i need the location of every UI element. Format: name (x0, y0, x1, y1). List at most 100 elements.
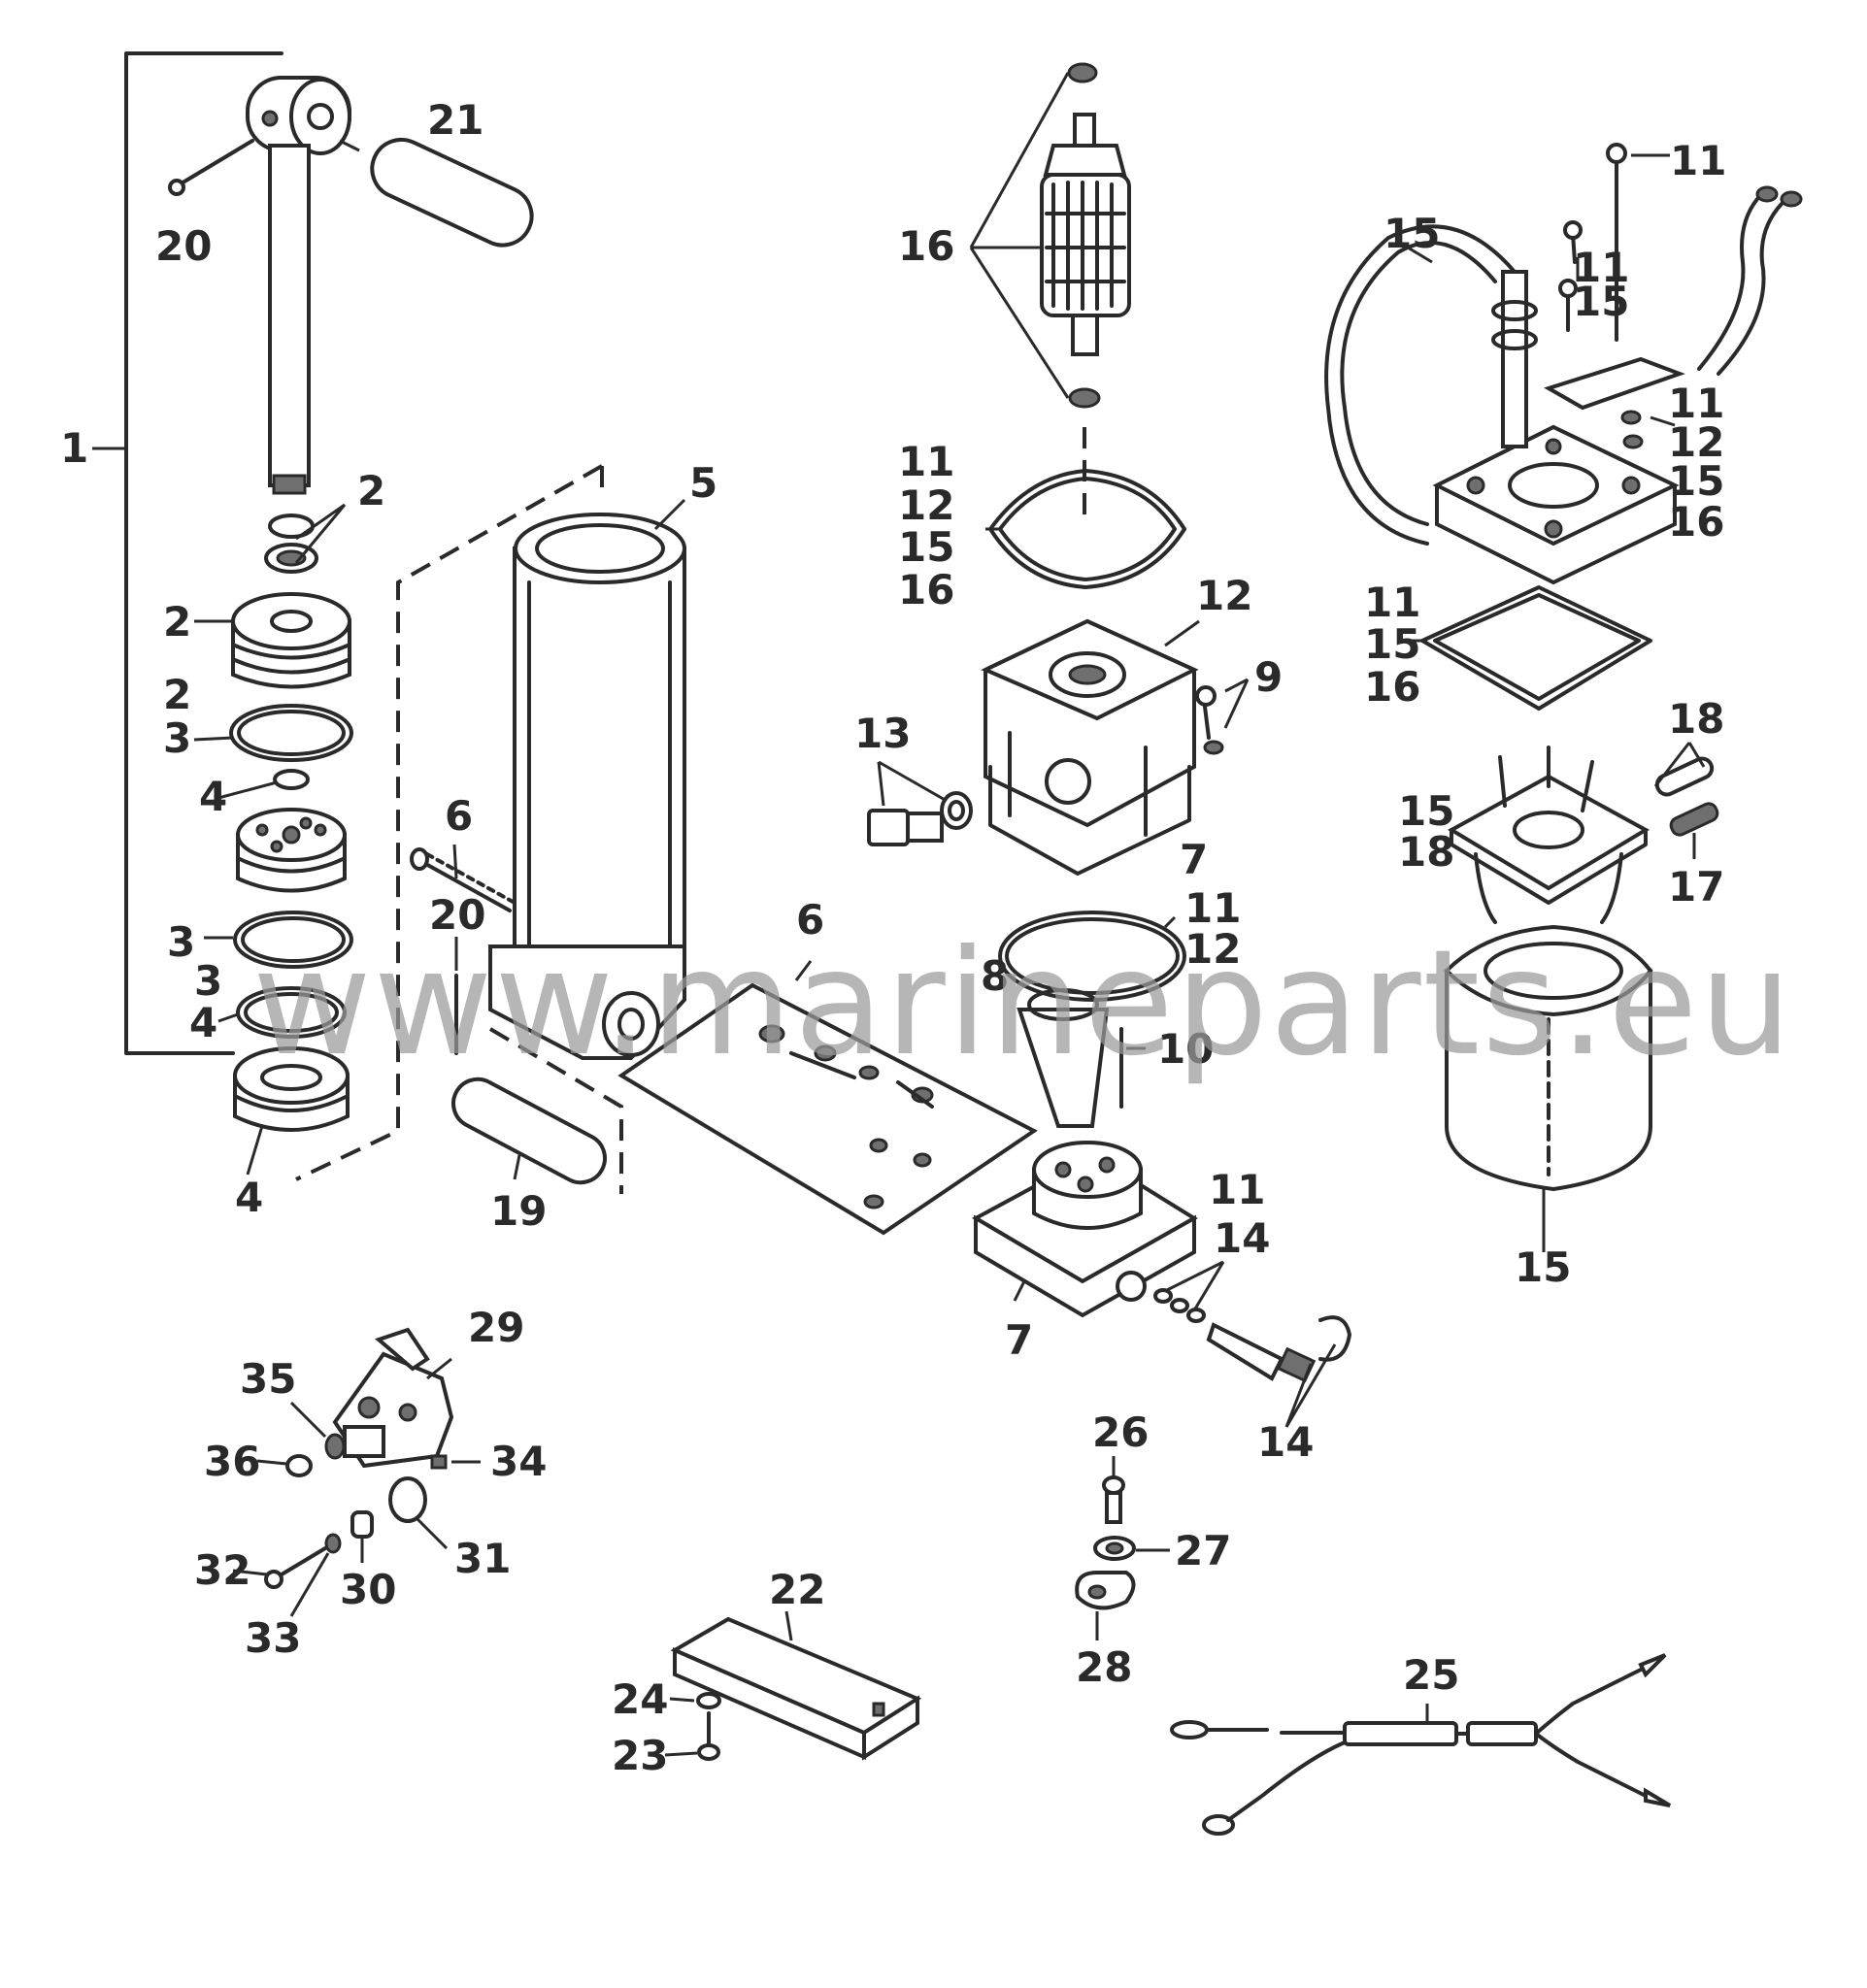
callout-34: 34 (490, 1438, 547, 1485)
callout-17: 17 (1668, 863, 1724, 911)
screw-item-6 (410, 844, 517, 912)
callout-11: 11 (1364, 579, 1420, 626)
callout-25: 25 (1403, 1651, 1459, 1699)
callout-15: 15 (1515, 1243, 1571, 1291)
oring-item-3 (229, 704, 353, 762)
fitting-item-13 (867, 760, 973, 846)
callout-6: 6 (796, 896, 824, 944)
washer-item-24 (696, 1692, 721, 1709)
callout-29: 29 (468, 1304, 524, 1351)
trim-cylinder (295, 464, 686, 1181)
ram-assembly (92, 51, 534, 1176)
pin-item-19 (451, 1027, 623, 1194)
valve-item-14 (1153, 1260, 1351, 1428)
callout-19: 19 (490, 1187, 547, 1235)
callout-30: 30 (340, 1566, 396, 1613)
gasket-plate-item-6 (617, 960, 1038, 1236)
callout-24: 24 (612, 1675, 668, 1723)
callout-23: 23 (612, 1732, 668, 1779)
cover-item-22 (670, 1610, 922, 1761)
wire-harness-item-25 (1170, 1653, 1672, 1836)
callout-15: 15 (1668, 457, 1724, 505)
screw-item-26 (1102, 1475, 1125, 1524)
callout-11: 11 (898, 438, 954, 485)
relay-block (332, 1327, 454, 1469)
callout-33: 33 (245, 1614, 301, 1662)
callout-7: 7 (1180, 836, 1208, 883)
callout-2: 2 (163, 598, 191, 646)
spacer-item-30 (350, 1510, 374, 1539)
callout-3: 3 (194, 957, 222, 1005)
pin-item-21 (339, 137, 534, 248)
callout-15: 15 (1398, 787, 1454, 835)
motor-armature (969, 62, 1131, 514)
callout-32: 32 (194, 1546, 250, 1594)
nut-item-31 (388, 1476, 427, 1523)
callout-16: 16 (1668, 498, 1724, 546)
callout-21: 21 (427, 96, 483, 144)
ram-eye (246, 76, 351, 155)
bracket-item-1 (124, 51, 283, 1055)
callout-6: 6 (445, 792, 473, 840)
callout-12: 12 (1196, 572, 1252, 619)
clamp-item-28 (1075, 1571, 1136, 1610)
pin-item-20 (178, 139, 254, 186)
callout-2: 2 (357, 467, 385, 514)
callout-16: 16 (898, 222, 954, 270)
callout-3: 3 (163, 714, 191, 762)
piston (236, 808, 347, 893)
callout-3: 3 (167, 918, 195, 966)
screw-item-32 (264, 1546, 327, 1589)
callout-4: 4 (235, 1174, 263, 1221)
callout-20: 20 (429, 891, 485, 939)
callout-15: 15 (1364, 620, 1420, 668)
callout-22: 22 (769, 1566, 825, 1613)
callout-8: 8 (981, 952, 1009, 1000)
ring-item-4 (273, 769, 310, 790)
callout-26: 26 (1092, 1408, 1149, 1456)
callout-15: 15 (1573, 278, 1629, 325)
callout-12: 12 (898, 481, 954, 529)
callout-15: 15 (1384, 210, 1440, 257)
nut-item-35 (324, 1433, 346, 1460)
pump-base-item-7 (971, 1141, 1198, 1318)
callout-13: 13 (854, 710, 911, 757)
end-cap-item-4 (233, 1046, 350, 1132)
callout-31: 31 (454, 1535, 511, 1582)
gland-item-2 (231, 592, 351, 689)
motor-frame-item-15 (1444, 924, 1653, 1252)
brush-spring-items-17-18 (1653, 742, 1719, 859)
callout-35: 35 (240, 1355, 296, 1403)
callout-1: 1 (60, 424, 88, 472)
motor-housing-item-12 (981, 618, 1200, 876)
ram-rod (268, 144, 311, 487)
washer-item-27 (1093, 1536, 1136, 1561)
callout-14: 14 (1214, 1214, 1270, 1262)
callout-16: 16 (898, 566, 954, 613)
oring-item-11-12 (998, 911, 1186, 1002)
nut-item-36 (285, 1454, 313, 1477)
callout-11: 11 (1668, 380, 1724, 427)
screw-item-23 (697, 1711, 720, 1761)
callout-27: 27 (1175, 1527, 1231, 1574)
callout-12: 12 (1184, 925, 1241, 973)
watermark-text: www.marineparts.eu (252, 919, 1794, 1088)
screw-item-34 (430, 1454, 448, 1470)
callout-labels: 1 2 2 2 3 3 3 4 4 4 5 6 6 7 7 8 9 10 11 … (60, 96, 1726, 1779)
callout-10: 10 (1157, 1025, 1214, 1073)
callout-11: 11 (1209, 1166, 1265, 1213)
callout-28: 28 (1076, 1643, 1132, 1691)
gasket-right (1420, 585, 1652, 711)
screws-item-9 (1195, 678, 1250, 755)
brush-plate (1447, 746, 1650, 924)
callout-4: 4 (199, 773, 227, 820)
callout-14: 14 (1257, 1418, 1314, 1466)
callout-18: 18 (1668, 695, 1724, 743)
callout-18: 18 (1398, 828, 1454, 876)
callout-12: 12 (1668, 418, 1724, 466)
callout-9: 9 (1254, 653, 1283, 701)
callout-15: 15 (898, 523, 954, 571)
gasket-upper (988, 469, 1186, 589)
callout-11: 11 (1573, 244, 1629, 291)
